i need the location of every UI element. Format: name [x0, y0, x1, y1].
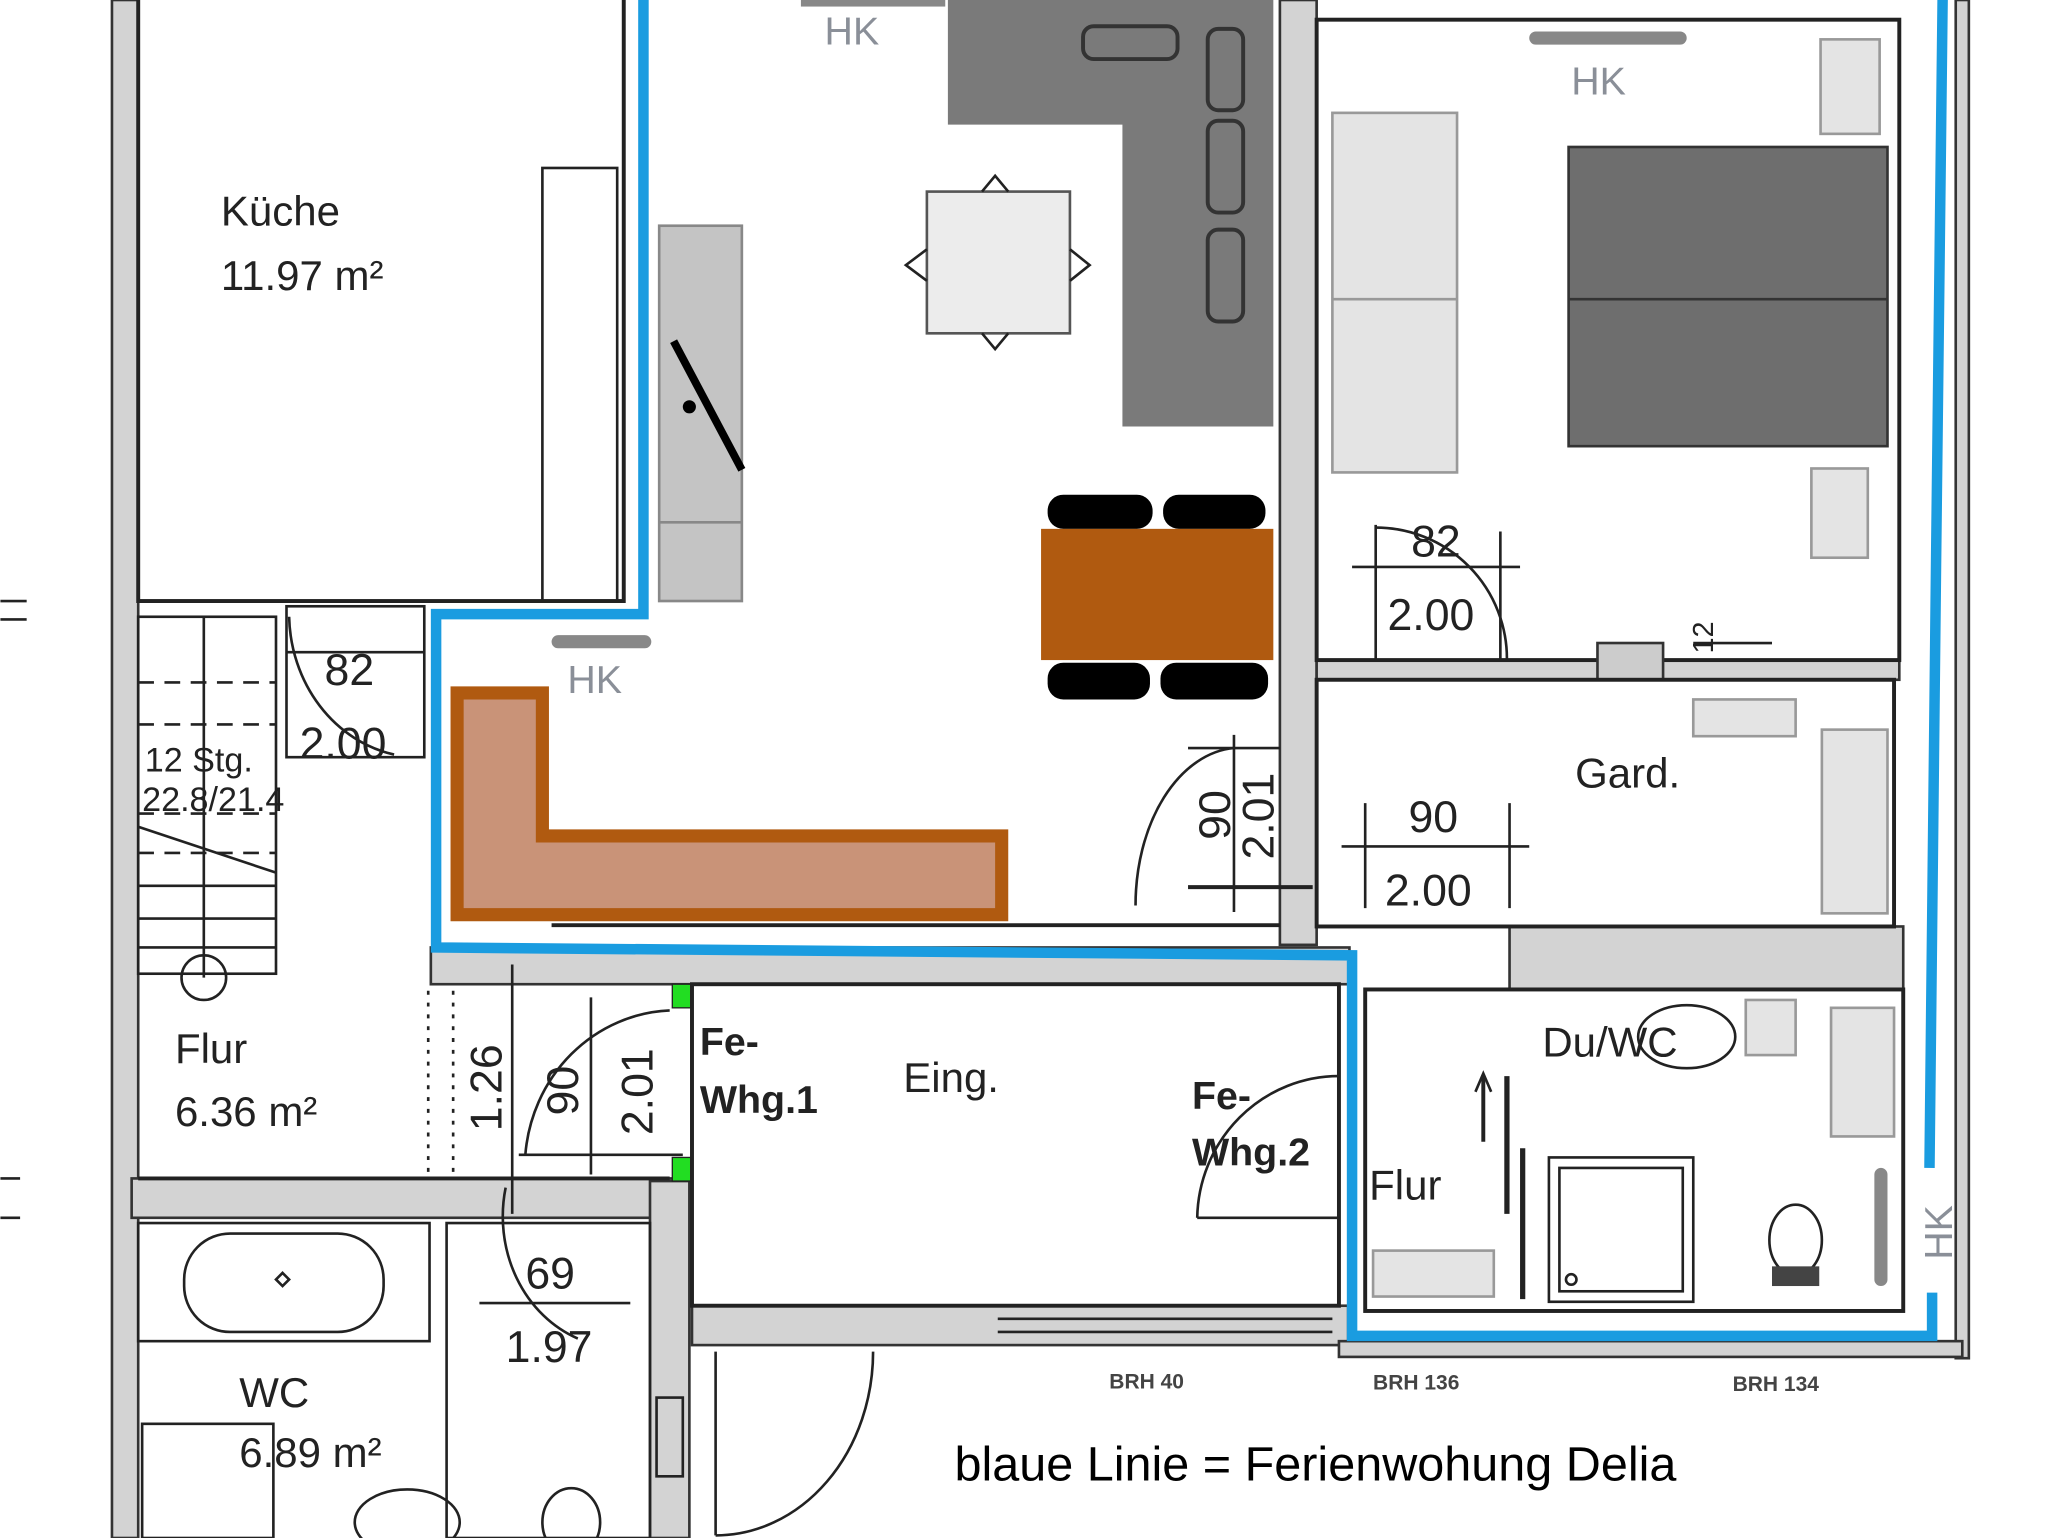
living-door-height: 2.01: [1234, 773, 1283, 860]
room-flur-left: Flur 6.36 m² 1.26 90 2.01: [138, 964, 692, 1214]
room-name-kueche: Küche: [221, 188, 340, 235]
room-name-flur: Flur: [175, 1025, 247, 1072]
sink: [1636, 1003, 1737, 1070]
shower: [1547, 1156, 1695, 1304]
radiator-label: HK: [1571, 59, 1626, 103]
stairs-steps: 12 Stg.: [145, 742, 253, 780]
stair-door-height: 2.00: [300, 720, 387, 769]
radiator-label: HK: [1917, 1205, 1961, 1260]
bedroom: HK 82 2.00 12: [1314, 17, 1902, 697]
room-wc: 69 1.97 WC 6.89 m²: [136, 1187, 652, 1538]
stairs-ratio: 22.8/21.4: [142, 781, 284, 819]
bathtub: [182, 1232, 385, 1334]
legend-caption: blaue Linie = Ferienwohung Delia: [954, 1437, 1676, 1491]
apartment-boundary-line: [430, 0, 1948, 1342]
room-name-garderobe: Gard.: [1575, 749, 1680, 796]
door-marker: [671, 1156, 692, 1182]
radiator: [1529, 31, 1687, 45]
kitchen-counter: [450, 686, 1009, 922]
room-eingang: Fe- Whg.1 Eing. Fe- Whg.2: [655, 982, 1341, 1537]
entry-whg2-line2: Whg.2: [1192, 1130, 1310, 1174]
bedroom-door-height: 2.00: [1388, 591, 1475, 640]
window-sill-label: BRH 134: [1733, 1373, 1820, 1396]
gard-door-height: 2.00: [1385, 866, 1472, 915]
kitchen-cabinet: [541, 166, 619, 603]
room-area-flur: 6.36 m²: [175, 1088, 317, 1135]
room-du-wc: Flur Du/WC HK: [1363, 987, 1961, 1313]
living-room: HK HK 90 2.01: [450, 0, 1313, 928]
coffee-table: [903, 173, 1092, 352]
room-area-wc: 6.89 m²: [239, 1429, 381, 1476]
living-door-width: 90: [1191, 790, 1240, 840]
window-sill-label: BRH 136: [1373, 1372, 1459, 1395]
entry-whg1-line1: Fe-: [700, 1020, 759, 1064]
radiator: [551, 635, 652, 649]
room-name-du-wc: Du/WC: [1542, 1018, 1677, 1065]
room-kueche: Küche 11.97 m²: [136, 0, 626, 603]
stair-door-width: 82: [325, 646, 375, 695]
room-name-flur-right: Flur: [1369, 1161, 1441, 1208]
stairs: 12 Stg. 22.8/21.4 82 2.00: [136, 604, 426, 1002]
entry-whg2-line1: Fe-: [1192, 1074, 1251, 1118]
room-area-kueche: 11.97 m²: [221, 252, 384, 299]
room-garderobe: Gard. 90 2.00: [1314, 677, 1897, 929]
entry-door-width: 90: [539, 1066, 588, 1116]
bedroom-door-width: 82: [1411, 517, 1461, 566]
dining-table: [1041, 494, 1274, 700]
tv: [670, 339, 746, 472]
radiator: [800, 0, 946, 7]
room-name-wc: WC: [239, 1369, 309, 1416]
small-dimension: 12: [1688, 621, 1720, 653]
window-sill-label: BRH 40: [1109, 1370, 1184, 1393]
corner-sofa: [947, 0, 1274, 427]
double-bed: [1567, 145, 1889, 448]
wc-door-height: 1.97: [506, 1323, 593, 1372]
wardrobe: [1331, 111, 1459, 474]
nightstand: [1810, 467, 1870, 560]
sideboard: [657, 224, 744, 603]
entry-door-height: 2.01: [614, 1048, 663, 1135]
entry-whg1-line2: Whg.1: [700, 1078, 818, 1122]
door-marker: [671, 983, 692, 1009]
nightstand: [1819, 38, 1881, 136]
radiator-label: HK: [825, 10, 880, 54]
radiator-label: HK: [567, 658, 622, 702]
wc-door-width: 69: [525, 1250, 575, 1299]
radiator: [1874, 1167, 1888, 1287]
room-name-eingang: Eing.: [903, 1054, 999, 1101]
gard-door-width: 90: [1409, 793, 1459, 842]
flur-opening-width: 1.26: [463, 1044, 512, 1131]
